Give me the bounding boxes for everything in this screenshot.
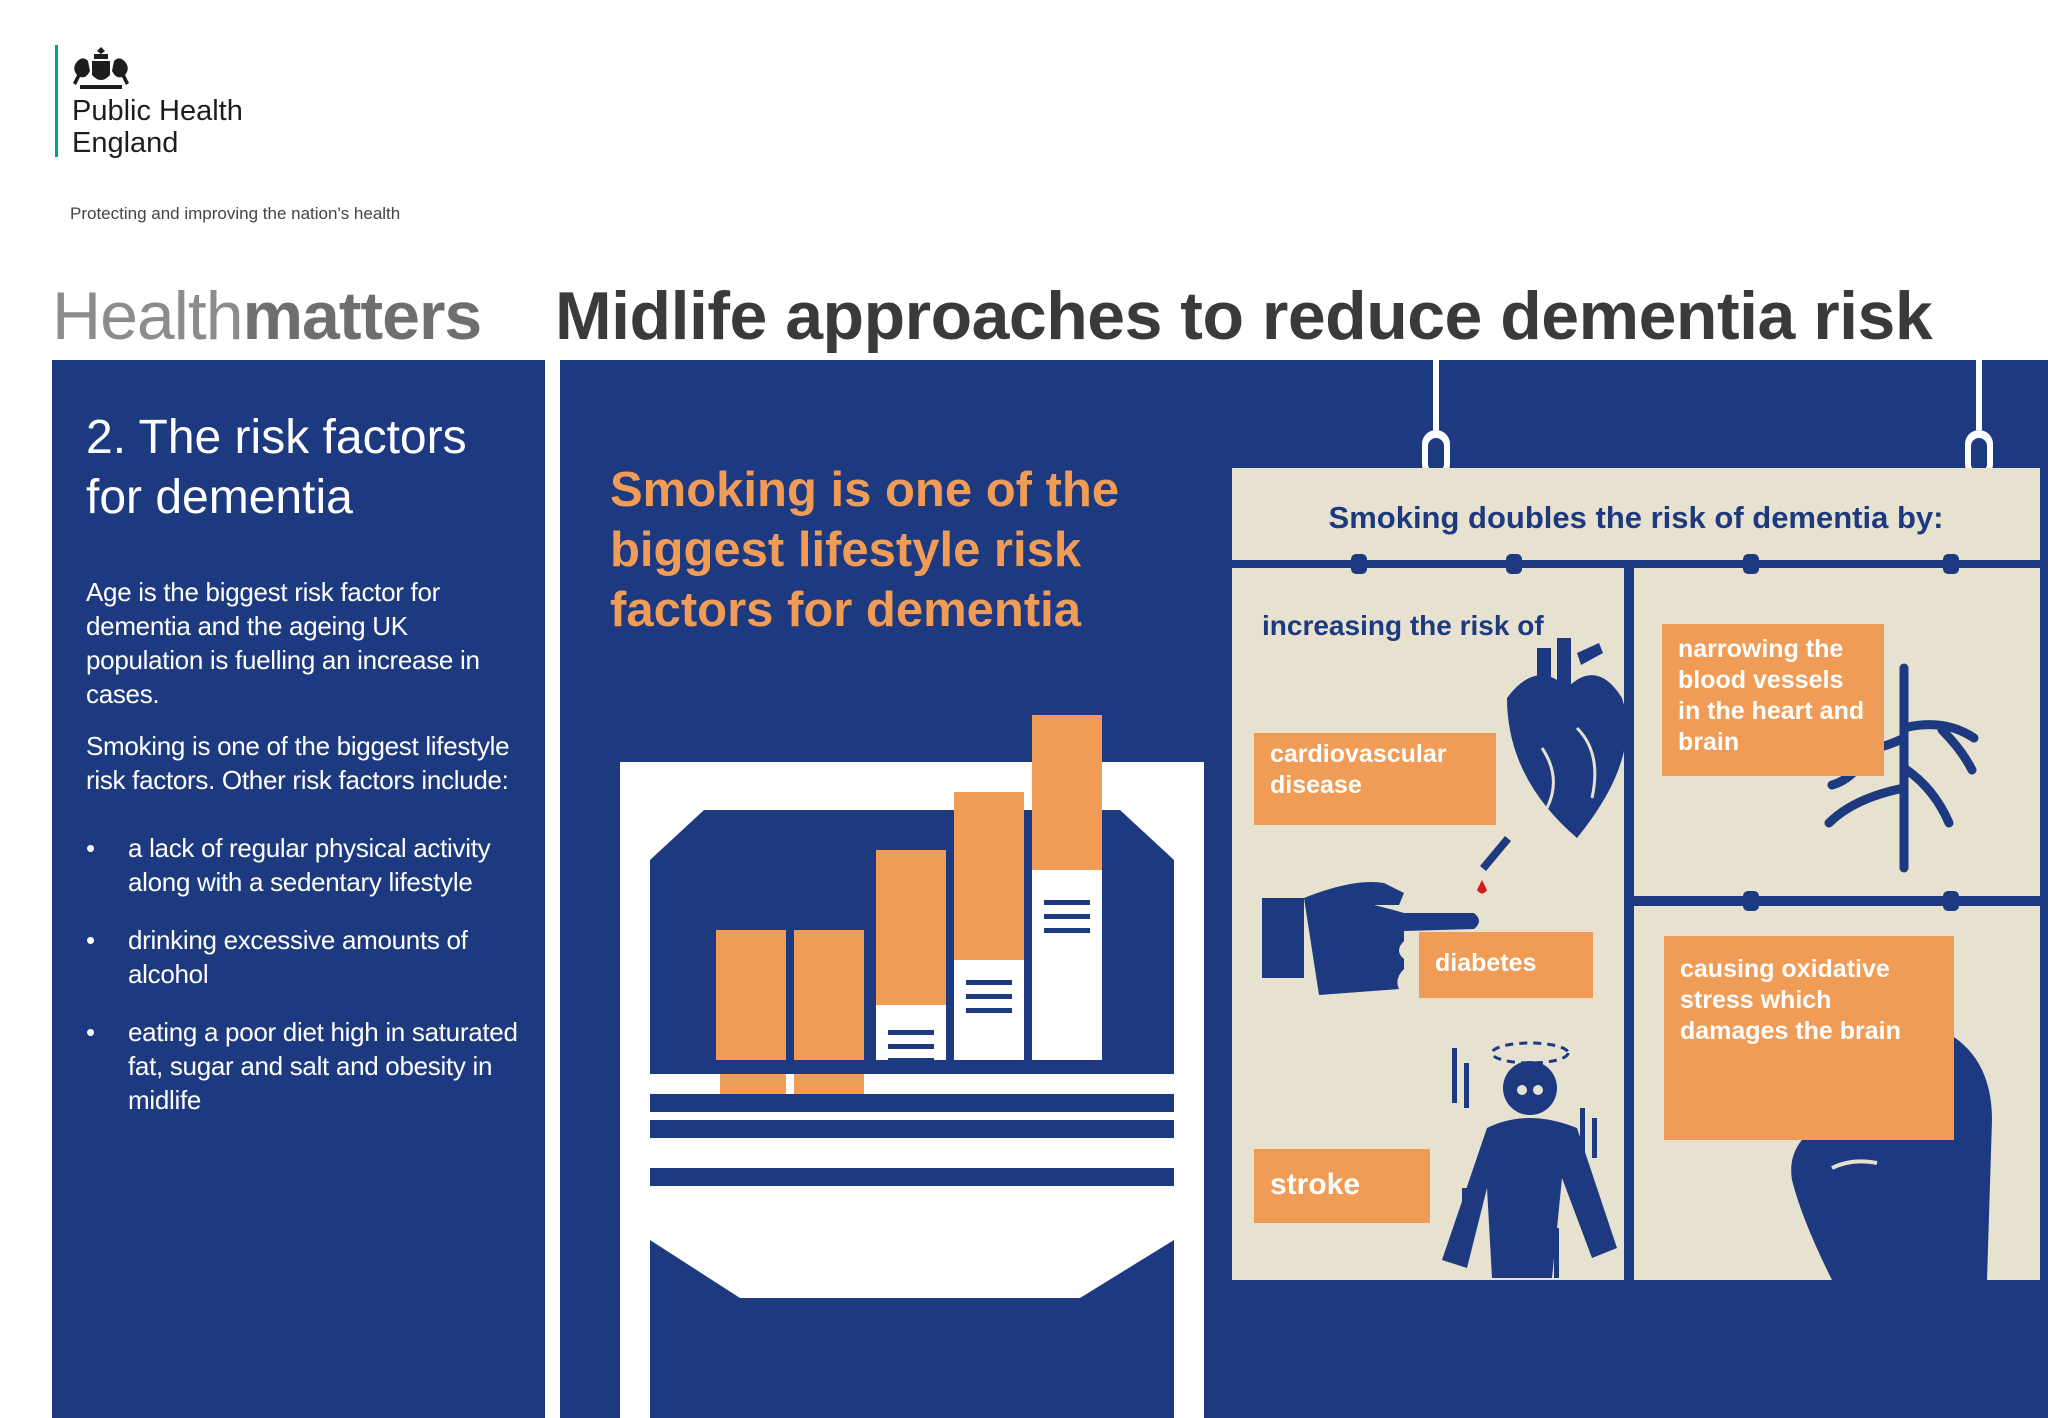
finger-prick-icon: [1262, 836, 1511, 995]
smoking-paragraph: Smoking is one of the biggest lifestyle …: [86, 731, 510, 795]
brand-bold: matters: [242, 278, 483, 354]
health-matters-brand: Healthmatters: [52, 276, 483, 356]
risk-board: Smoking doubles the risk of dementia by:…: [1232, 468, 2040, 1280]
cigarette-pack-icon: [620, 715, 1204, 1418]
smoking-heading: Smoking is one of the biggest lifestyle …: [610, 463, 1120, 637]
label-narrowing-vessels: narrowing the blood vessels in the heart…: [1662, 624, 1884, 776]
org-name-line2: England: [72, 127, 179, 159]
smoking-panel: Smoking is one of the biggest lifestyle …: [560, 360, 2048, 1418]
org-name-line1: Public Health: [72, 95, 243, 127]
label-diabetes: diabetes: [1419, 932, 1593, 998]
list-item: eating a poor diet high in saturated fat…: [86, 1015, 526, 1117]
risk-factor-list: a lack of regular physical activity alon…: [86, 831, 526, 1117]
label-stroke: stroke: [1254, 1149, 1430, 1223]
risk-factors-body: Age is the biggest risk factor for demen…: [86, 575, 526, 1141]
heart-icon: [1507, 638, 1627, 838]
board-heading: Smoking doubles the risk of dementia by:: [1328, 500, 1944, 535]
tagline: Protecting and improving the nation's he…: [70, 204, 401, 223]
age-paragraph: Age is the biggest risk factor for demen…: [86, 577, 480, 709]
board-hangers: [1422, 360, 1993, 478]
phe-logo: Public Health England: [55, 45, 243, 159]
page-title: Midlife approaches to reduce dementia ri…: [555, 278, 1933, 354]
risk-factors-panel: 2. The risk factors for dementia Age is …: [52, 360, 545, 1418]
list-item: drinking excessive amounts of alcohol: [86, 923, 526, 991]
section-heading: 2. The risk factors for dementia: [86, 411, 467, 524]
increasing-risk-text: increasing the risk of: [1262, 610, 1544, 641]
dizzy-person-icon: [1442, 1048, 1617, 1278]
label-oxidative-stress: causing oxidative stress which damages t…: [1664, 936, 1954, 1140]
royal-crest-icon: [73, 47, 129, 89]
list-item: a lack of regular physical activity alon…: [86, 831, 526, 899]
label-cardiovascular: cardiovascular disease: [1254, 733, 1496, 825]
brand-light: Health: [52, 278, 244, 354]
